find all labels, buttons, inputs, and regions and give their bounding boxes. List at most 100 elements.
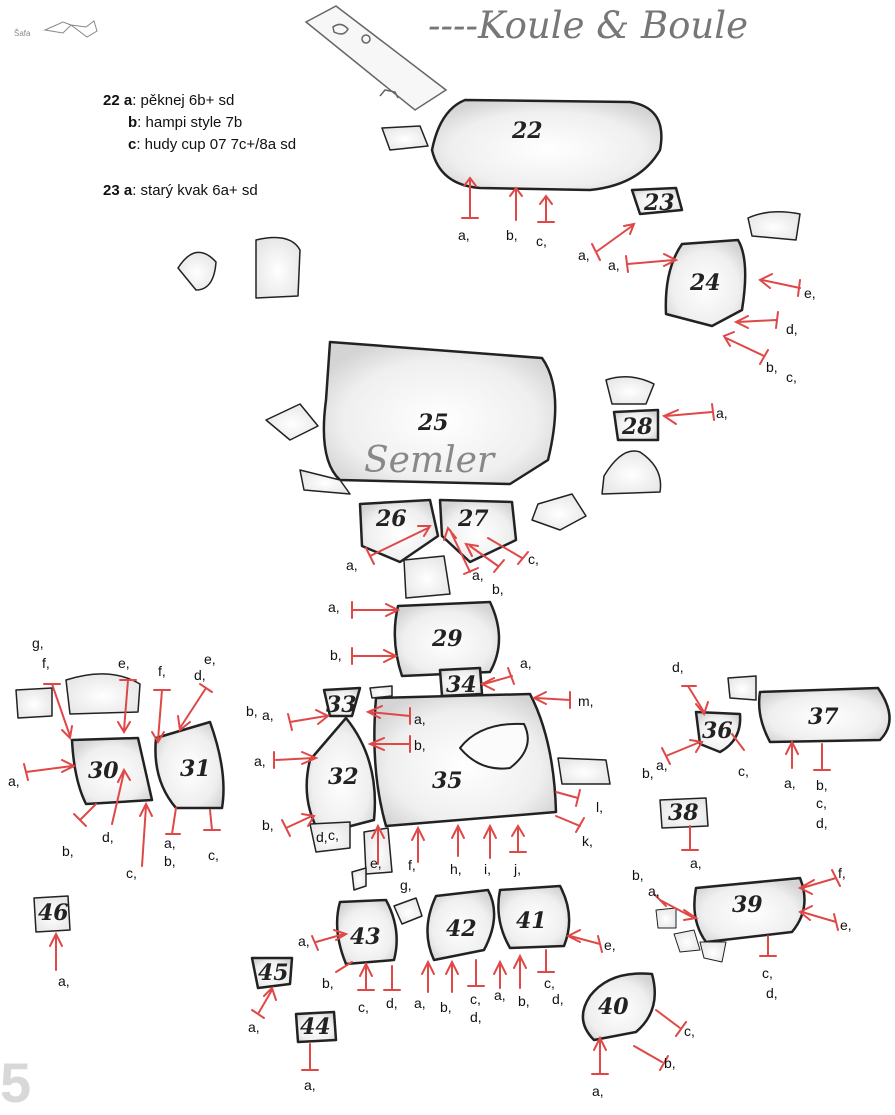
faint-boulder — [351, 867, 367, 891]
boulder-29-shape — [393, 600, 501, 678]
corner-scribble-icon — [43, 20, 98, 38]
route-label: d, — [816, 815, 828, 831]
boulder-number: 45 — [258, 960, 289, 986]
faint-boulder — [393, 897, 423, 925]
route-label: d, — [102, 829, 114, 845]
route-label: b, — [62, 843, 74, 859]
route-label: c, — [126, 865, 137, 881]
route-label: b, — [322, 975, 334, 991]
faint-boulder — [557, 757, 611, 785]
route-label: b, — [816, 777, 828, 793]
legend-line: c: hudy cup 07 7c+/8a sd — [128, 136, 296, 153]
boulder-number: 25 — [417, 410, 449, 436]
route-label: b, — [506, 227, 518, 243]
route-label: i, — [484, 861, 491, 877]
boulder-23-shape — [630, 186, 684, 216]
faint-boulder — [255, 236, 301, 299]
boulder-number: 22 — [511, 118, 543, 144]
route-label: a, — [494, 987, 506, 1003]
route-label: f, — [838, 865, 846, 881]
route-label: a, — [248, 1019, 260, 1035]
boulder-number: 29 — [431, 626, 463, 652]
page-number: 5 — [0, 1051, 32, 1114]
boulder-number: 28 — [621, 414, 653, 440]
boulder-32-shape — [305, 716, 377, 836]
boulder-number: 30 — [88, 758, 119, 784]
faint-boulder — [65, 673, 141, 715]
boulder-numbers: 22 23 24 25 26 27 28 29 30 31 32 33 34 3… — [38, 118, 839, 1040]
legend-prefix: b — [128, 114, 138, 131]
faint-boulder — [369, 685, 393, 699]
route-label: j, — [513, 861, 521, 877]
route-label: g, — [32, 635, 44, 651]
route-label: c, — [208, 847, 219, 863]
route-label: a, — [262, 707, 274, 723]
boulder-45-shape — [250, 956, 294, 990]
faint-boulder — [403, 555, 451, 599]
boulder-31-shape — [154, 720, 225, 810]
route-label: l, — [596, 799, 603, 815]
boulder-22-shape — [430, 98, 663, 192]
faint-boulder — [177, 251, 217, 291]
route-label: c, — [762, 965, 773, 981]
route-label: b, — [664, 1055, 676, 1071]
route-label: d, — [316, 829, 328, 845]
boulder-number: 35 — [432, 768, 463, 794]
route-label: d, — [470, 1009, 482, 1025]
boulder-25-shape — [322, 340, 557, 486]
route-label: a, — [414, 711, 426, 727]
route-label: e, — [204, 651, 216, 667]
route-label: a, — [58, 973, 70, 989]
faint-boulder — [299, 469, 351, 495]
boulder-number: 24 — [689, 270, 721, 296]
boulder-33-shape — [322, 686, 362, 718]
boulder-28-shape — [612, 408, 660, 442]
boulder-number: 39 — [732, 892, 763, 918]
route-label: a, — [648, 883, 660, 899]
route-label: e, — [118, 655, 130, 671]
route-label: h, — [450, 861, 462, 877]
boulders — [15, 98, 891, 1044]
route-label: a, — [784, 775, 796, 791]
route-label: a, — [254, 753, 266, 769]
route-label: a, — [298, 933, 310, 949]
corner-scribble: Šafa — [14, 29, 31, 38]
faint-boulder — [601, 450, 662, 495]
boulder-number: 38 — [668, 800, 699, 826]
boulder-38-shape — [659, 797, 709, 829]
boulder-44-shape — [294, 1010, 338, 1044]
route-label: f, — [158, 663, 166, 679]
route-label: c, — [470, 991, 481, 1007]
route-label: c, — [544, 975, 555, 991]
area-name: Semler — [364, 440, 496, 481]
boulder-number: 44 — [300, 1014, 331, 1040]
boulder-35-hole — [459, 722, 529, 770]
legend-prefix: 23 a — [103, 182, 133, 199]
route-labels: a, b, c, a, a, e, d, b, c, a, a, a, b, c… — [8, 227, 852, 1099]
route-label: f, — [42, 655, 50, 671]
faint-boulder — [655, 907, 677, 929]
route-label: c, — [358, 999, 369, 1015]
faint-boulder — [605, 376, 655, 405]
route-label: d, — [386, 995, 398, 1011]
route-label: a, — [608, 257, 620, 273]
route-label: a, — [304, 1077, 316, 1093]
route-label: g, — [400, 877, 412, 893]
route-label: c, — [738, 763, 749, 779]
route-label: e, — [804, 285, 816, 301]
boulder-22-side — [381, 125, 429, 151]
route-label: c, — [816, 795, 827, 811]
route-label: k, — [582, 833, 593, 849]
boulder-number: 42 — [446, 916, 477, 942]
route-label: d, — [766, 985, 778, 1001]
route-label: a, — [8, 773, 20, 789]
legend-prefix: c — [128, 136, 137, 153]
route-label: b, — [766, 359, 778, 375]
boulder-number: 43 — [350, 924, 381, 950]
faint-boulder — [265, 403, 319, 441]
route-label: m, — [578, 693, 594, 709]
route-label: a, — [578, 247, 590, 263]
boulder-30-shape — [70, 736, 154, 806]
route-label: e, — [370, 855, 382, 871]
faint-boulder — [747, 211, 801, 241]
